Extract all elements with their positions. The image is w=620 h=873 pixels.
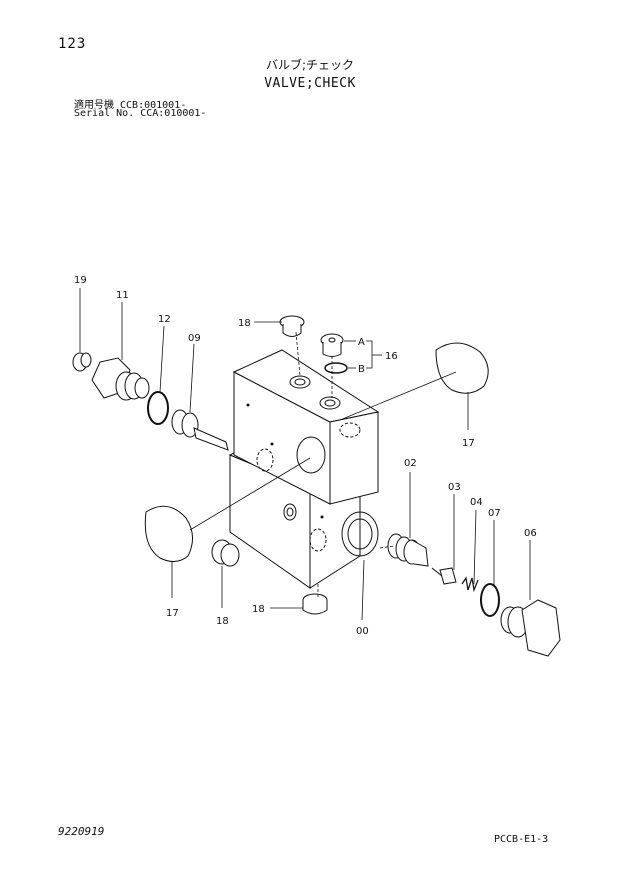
part-B-o-ring [324, 362, 348, 374]
callout-06: 06 [524, 528, 537, 539]
part-17-plate-bottom [144, 505, 193, 562]
callout-11: 11 [116, 290, 129, 301]
valve-body [228, 349, 380, 589]
callout-17-bottom: 17 [166, 608, 179, 619]
callout-B: B [358, 364, 365, 375]
part-02-seat [387, 533, 429, 567]
callout-A: A [358, 337, 365, 348]
part-06-hex-plug [500, 599, 561, 657]
part-04-spring [461, 576, 479, 593]
part-03-poppet [431, 567, 457, 585]
part-11-hex-plug [91, 357, 150, 401]
callout-03: 03 [448, 482, 461, 493]
part-09-plunger [171, 409, 229, 451]
callout-00: 00 [356, 626, 369, 637]
part-07-o-ring [480, 583, 500, 617]
callout-17-top: 17 [462, 438, 475, 449]
page-number: 123 [58, 36, 87, 52]
callout-12: 12 [158, 314, 171, 325]
callout-16: 16 [385, 351, 398, 362]
callout-18-bottom: 18 [252, 604, 265, 615]
callout-07: 07 [488, 508, 501, 519]
part-18-plug-top [279, 315, 305, 337]
part-12-o-ring [147, 391, 169, 425]
callout-02: 02 [404, 458, 417, 469]
callout-18-top: 18 [238, 318, 251, 329]
callout-09: 09 [188, 333, 201, 344]
part-17-plate-top [435, 342, 489, 394]
drawing-code: 9220919 [58, 825, 105, 838]
callout-19: 19 [74, 275, 87, 286]
title-english: VALVE;CHECK [264, 76, 356, 91]
part-19-cap [72, 352, 92, 372]
callout-04: 04 [470, 497, 483, 508]
part-18-plug-left [211, 539, 240, 567]
callout-18-left: 18 [216, 616, 229, 627]
part-A-plug [320, 333, 344, 357]
title-japanese: バルブ;チェック [265, 58, 355, 72]
serial-line-number: Serial No. CCA:010001- [74, 108, 207, 119]
part-18-plug-bottom [302, 593, 328, 615]
callout-labels: 19 11 12 09 18 A B 16 17 02 03 04 07 06 … [74, 275, 537, 637]
page-code: PCCB-E1-3 [494, 834, 549, 845]
serial-line-applicable: 適用号機 CCB:001001- [74, 100, 187, 111]
leader-lines [79, 288, 531, 621]
